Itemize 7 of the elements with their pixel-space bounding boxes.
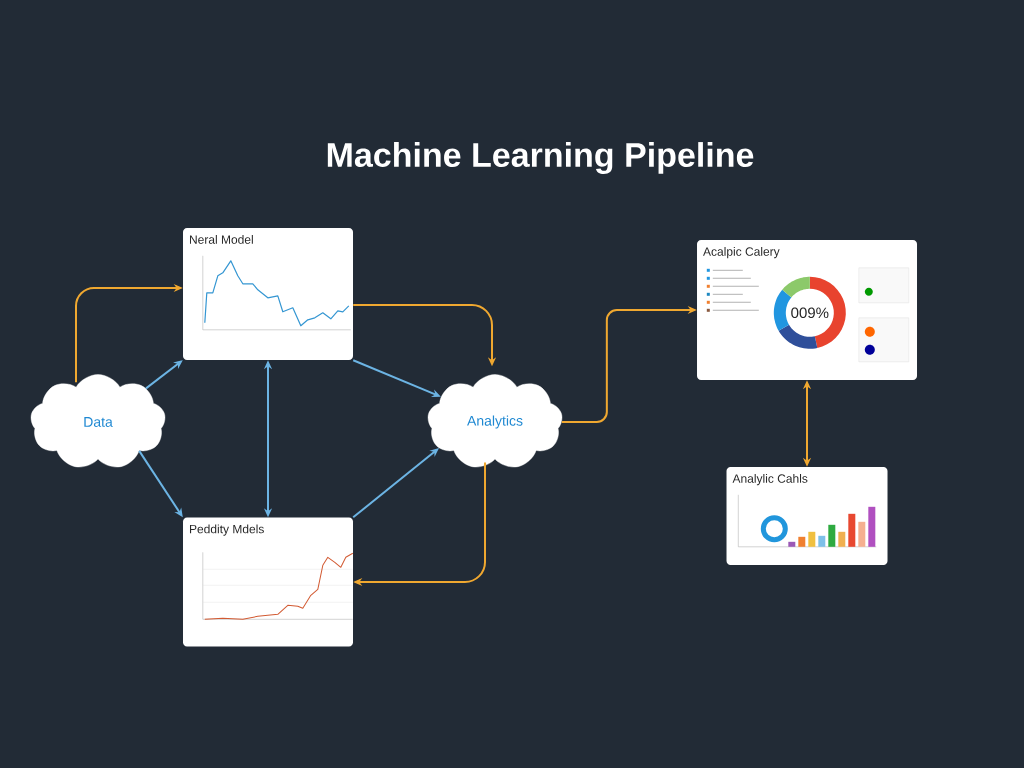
chart-card: Neral Model xyxy=(183,228,353,360)
donut-value: 009% xyxy=(791,307,829,319)
cloud: Analytics xyxy=(427,374,563,468)
arrow xyxy=(145,360,183,390)
title: Machine Learning Pipeline xyxy=(327,142,754,174)
chart-card: Peddity Mdels xyxy=(183,517,353,647)
cloud: Data xyxy=(30,374,166,468)
